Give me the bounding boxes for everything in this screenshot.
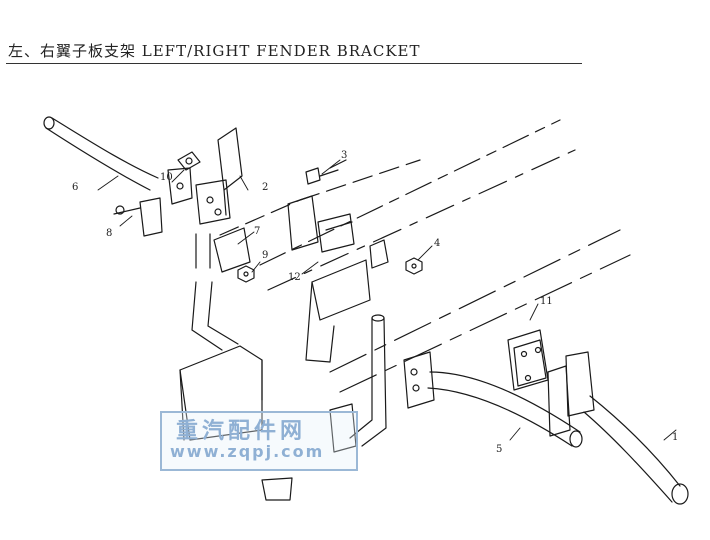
callout-5: 5	[496, 444, 502, 455]
callout-10: 10	[160, 172, 173, 183]
callout-11: 11	[540, 296, 553, 307]
callout-7: 7	[254, 226, 260, 237]
callout-9: 9	[262, 250, 268, 261]
callout-labels: 1 2 3 4 5 6 7 8 9 10 11 12	[72, 150, 678, 455]
watermark-text: 重汽配件网	[176, 419, 307, 444]
nut-part-4	[405, 257, 423, 275]
callout-2: 2	[262, 182, 268, 193]
clamp-right	[547, 351, 595, 437]
title-underline	[6, 63, 582, 64]
callout-4: 4	[434, 238, 440, 249]
lower-center-tube	[261, 314, 387, 501]
lower-left-bracket	[179, 281, 263, 441]
plate-part-11	[507, 329, 549, 391]
diagram-title: 左、右翼子板支架 LEFT/RIGHT FENDER BRACKET	[8, 42, 421, 60]
bolt-part-8	[113, 197, 163, 237]
bracket-part-2	[195, 127, 243, 225]
center-bracket-upper	[287, 195, 355, 253]
clamp-part-10	[167, 151, 201, 205]
callout-3: 3	[341, 150, 347, 161]
tube-part-6	[43, 116, 159, 191]
nut-part-9	[237, 265, 255, 283]
bolt-part-3	[305, 159, 347, 185]
callout-8: 8	[106, 228, 112, 239]
bracket-part-12	[305, 239, 389, 363]
callout-1: 1	[672, 432, 678, 443]
watermark-box	[160, 411, 358, 471]
bracket-part-7	[195, 227, 251, 273]
watermark-url: www.zqpj.com	[170, 442, 325, 461]
callout-6: 6	[72, 182, 78, 193]
tube-part-5	[403, 351, 583, 448]
tube-part-1	[583, 395, 689, 505]
leader-lines	[97, 159, 677, 441]
callout-12: 12	[288, 272, 301, 283]
frame-rail	[219, 119, 631, 393]
